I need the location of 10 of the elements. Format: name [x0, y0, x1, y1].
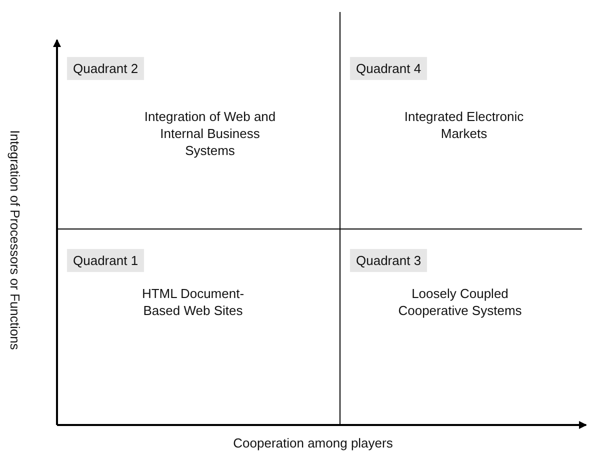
quadrant-tag: Quadrant 4	[350, 57, 428, 80]
quadrant-tag: Quadrant 2	[67, 57, 144, 80]
axis-label: Cooperation among players	[233, 436, 393, 450]
quadrant-description: Integration of Web and Internal Business Systems	[143, 108, 277, 159]
quadrant-tag: Quadrant 1	[67, 249, 144, 272]
quadrant-description: HTML Document-Based Web Sites	[140, 285, 246, 319]
quadrant-tag: Quadrant 3	[350, 249, 428, 272]
axis-label: Integration of Processors or Functions	[8, 130, 22, 350]
quadrant-description: Loosely Coupled Cooperative Systems	[397, 285, 523, 319]
quadrant-description: Integrated Electronic Markets	[403, 108, 525, 142]
